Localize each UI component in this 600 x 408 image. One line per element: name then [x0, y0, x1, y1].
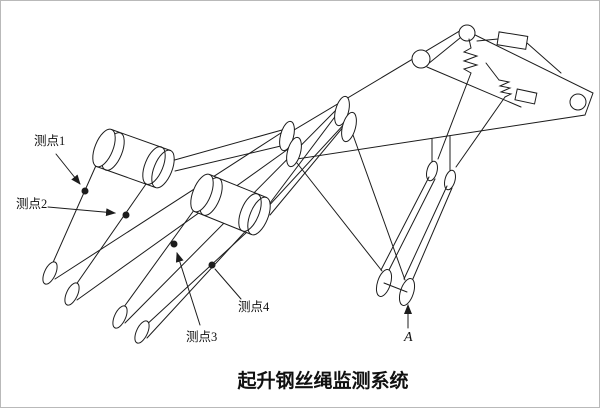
rope-line [50, 160, 99, 268]
rope-line [266, 113, 338, 208]
frame-member [426, 66, 522, 108]
drum-edge [209, 174, 267, 198]
sensor-link [526, 42, 562, 74]
rope-line [54, 130, 285, 280]
frame-hole [458, 24, 476, 42]
drum-edge [111, 129, 171, 151]
measurement-dot-1 [81, 187, 89, 195]
winch-drum-1 [92, 128, 175, 189]
rope-line [352, 134, 406, 281]
sensor-link [468, 38, 472, 49]
rope-line [72, 183, 147, 290]
sheave [64, 282, 80, 306]
sensor-link [476, 38, 499, 42]
rope-line [120, 205, 198, 312]
hook-block [375, 176, 453, 306]
sheave [286, 136, 302, 168]
sensor-link [437, 72, 472, 160]
sensor-box [514, 88, 538, 105]
label-point3: 测点3 [186, 330, 217, 344]
drum-edge [96, 166, 156, 188]
sheave [42, 261, 58, 285]
rope-line [269, 125, 345, 216]
measurement-points [81, 187, 216, 269]
frame-hole [569, 93, 587, 111]
measurement-dot-4 [208, 261, 216, 269]
frame-member [427, 37, 461, 65]
labels: 测点1 测点2 测点3 测点4 A 起升钢丝绳监测系统 [16, 134, 413, 392]
rope-line [380, 176, 430, 271]
rope-line [296, 162, 383, 272]
anchor-sheave [444, 169, 456, 191]
frame-hole [411, 49, 431, 69]
frame-sheaves [279, 95, 357, 168]
rope-line [387, 178, 436, 273]
rope-anchors [426, 135, 456, 191]
frame-outline [288, 28, 594, 160]
load-sensors [437, 31, 562, 168]
label-point1: 测点1 [34, 134, 65, 148]
anchor-sheave [426, 160, 438, 182]
rope-line [143, 231, 248, 328]
leader-point4 [214, 268, 242, 300]
rope-line [403, 185, 448, 280]
rope-line [174, 144, 286, 172]
hook-axle [383, 282, 408, 293]
label-point2: 测点2 [16, 197, 47, 211]
label-section-a: A [403, 330, 413, 345]
sheave [341, 111, 357, 143]
spring-symbol [462, 47, 479, 74]
sheave [112, 305, 128, 329]
spring-symbol [498, 79, 513, 98]
sensor-link [455, 96, 506, 168]
sensor-box [496, 31, 529, 50]
lower-sheaves [42, 261, 150, 344]
trolley-frame [288, 24, 594, 160]
arrow-point3 [175, 252, 201, 326]
sheave [134, 320, 150, 344]
rope-line [411, 187, 453, 282]
annotation-arrows [47, 153, 412, 329]
winch-drum-2 [190, 173, 271, 236]
drum-edge [194, 211, 252, 235]
label-point4: 测点4 [238, 300, 270, 314]
arrow-point1 [55, 153, 81, 185]
diagram-caption: 起升钢丝绳监测系统 [236, 369, 408, 392]
measurement-dot-2 [122, 211, 130, 219]
arrow-point2 [47, 206, 116, 217]
rope-line [170, 129, 283, 162]
sensor-link [485, 62, 500, 81]
measurement-dot-3 [170, 240, 178, 248]
